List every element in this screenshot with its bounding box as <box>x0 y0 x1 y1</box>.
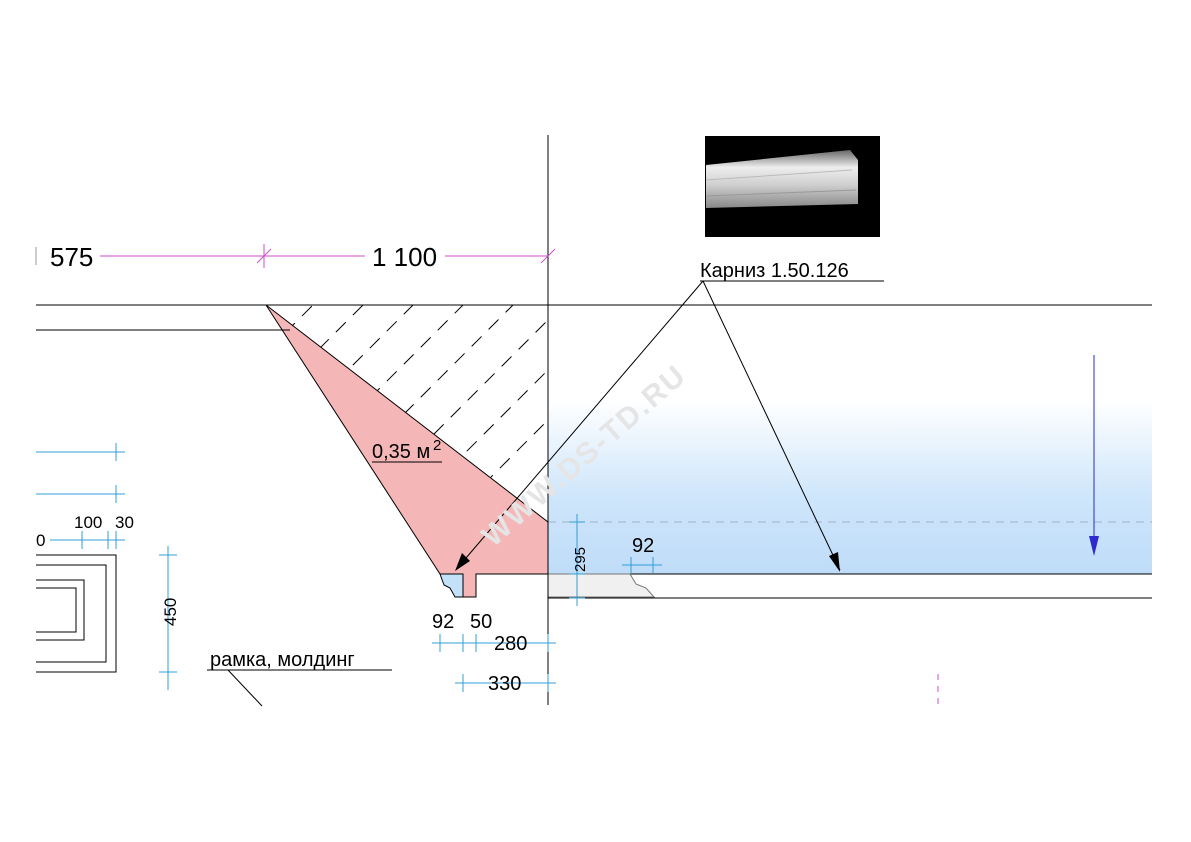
dim-100: 100 <box>74 513 102 532</box>
ceiling-gradient-area <box>548 400 1152 574</box>
dim-92-right-group <box>622 557 662 573</box>
area-superscript: 2 <box>433 437 441 454</box>
cornice-label: Карниз 1.50.126 <box>700 260 849 282</box>
dim-30: 30 <box>115 513 134 532</box>
dim-50: 50 <box>470 611 492 633</box>
frame-molding-label: рамка, молдинг <box>210 649 355 671</box>
dim-295-group <box>569 514 585 606</box>
left-dims <box>36 443 177 690</box>
dim-450: 450 <box>161 598 180 626</box>
dim-1100: 1 100 <box>372 242 437 272</box>
dim-0: 0 <box>36 531 45 550</box>
frame-molding-detail <box>36 554 117 673</box>
cornice-photo <box>705 136 880 237</box>
dim-575: 575 <box>50 242 93 272</box>
dim-295: 295 <box>572 547 589 572</box>
leader-cornice-left <box>459 280 704 566</box>
leader-cornice-right <box>702 280 841 571</box>
molding-profile-right <box>547 573 656 598</box>
leader-frame-molding <box>227 669 263 707</box>
dim-280: 280 <box>494 633 527 655</box>
top-dimension: 575 1 100 <box>35 242 556 272</box>
bottom-dims <box>432 634 556 692</box>
dim-92-right: 92 <box>632 535 654 557</box>
dim-92-bottom: 92 <box>432 611 454 633</box>
area-label: 0,35 м <box>372 441 430 463</box>
molding-profile-left <box>439 573 464 598</box>
dim-330: 330 <box>488 673 521 695</box>
